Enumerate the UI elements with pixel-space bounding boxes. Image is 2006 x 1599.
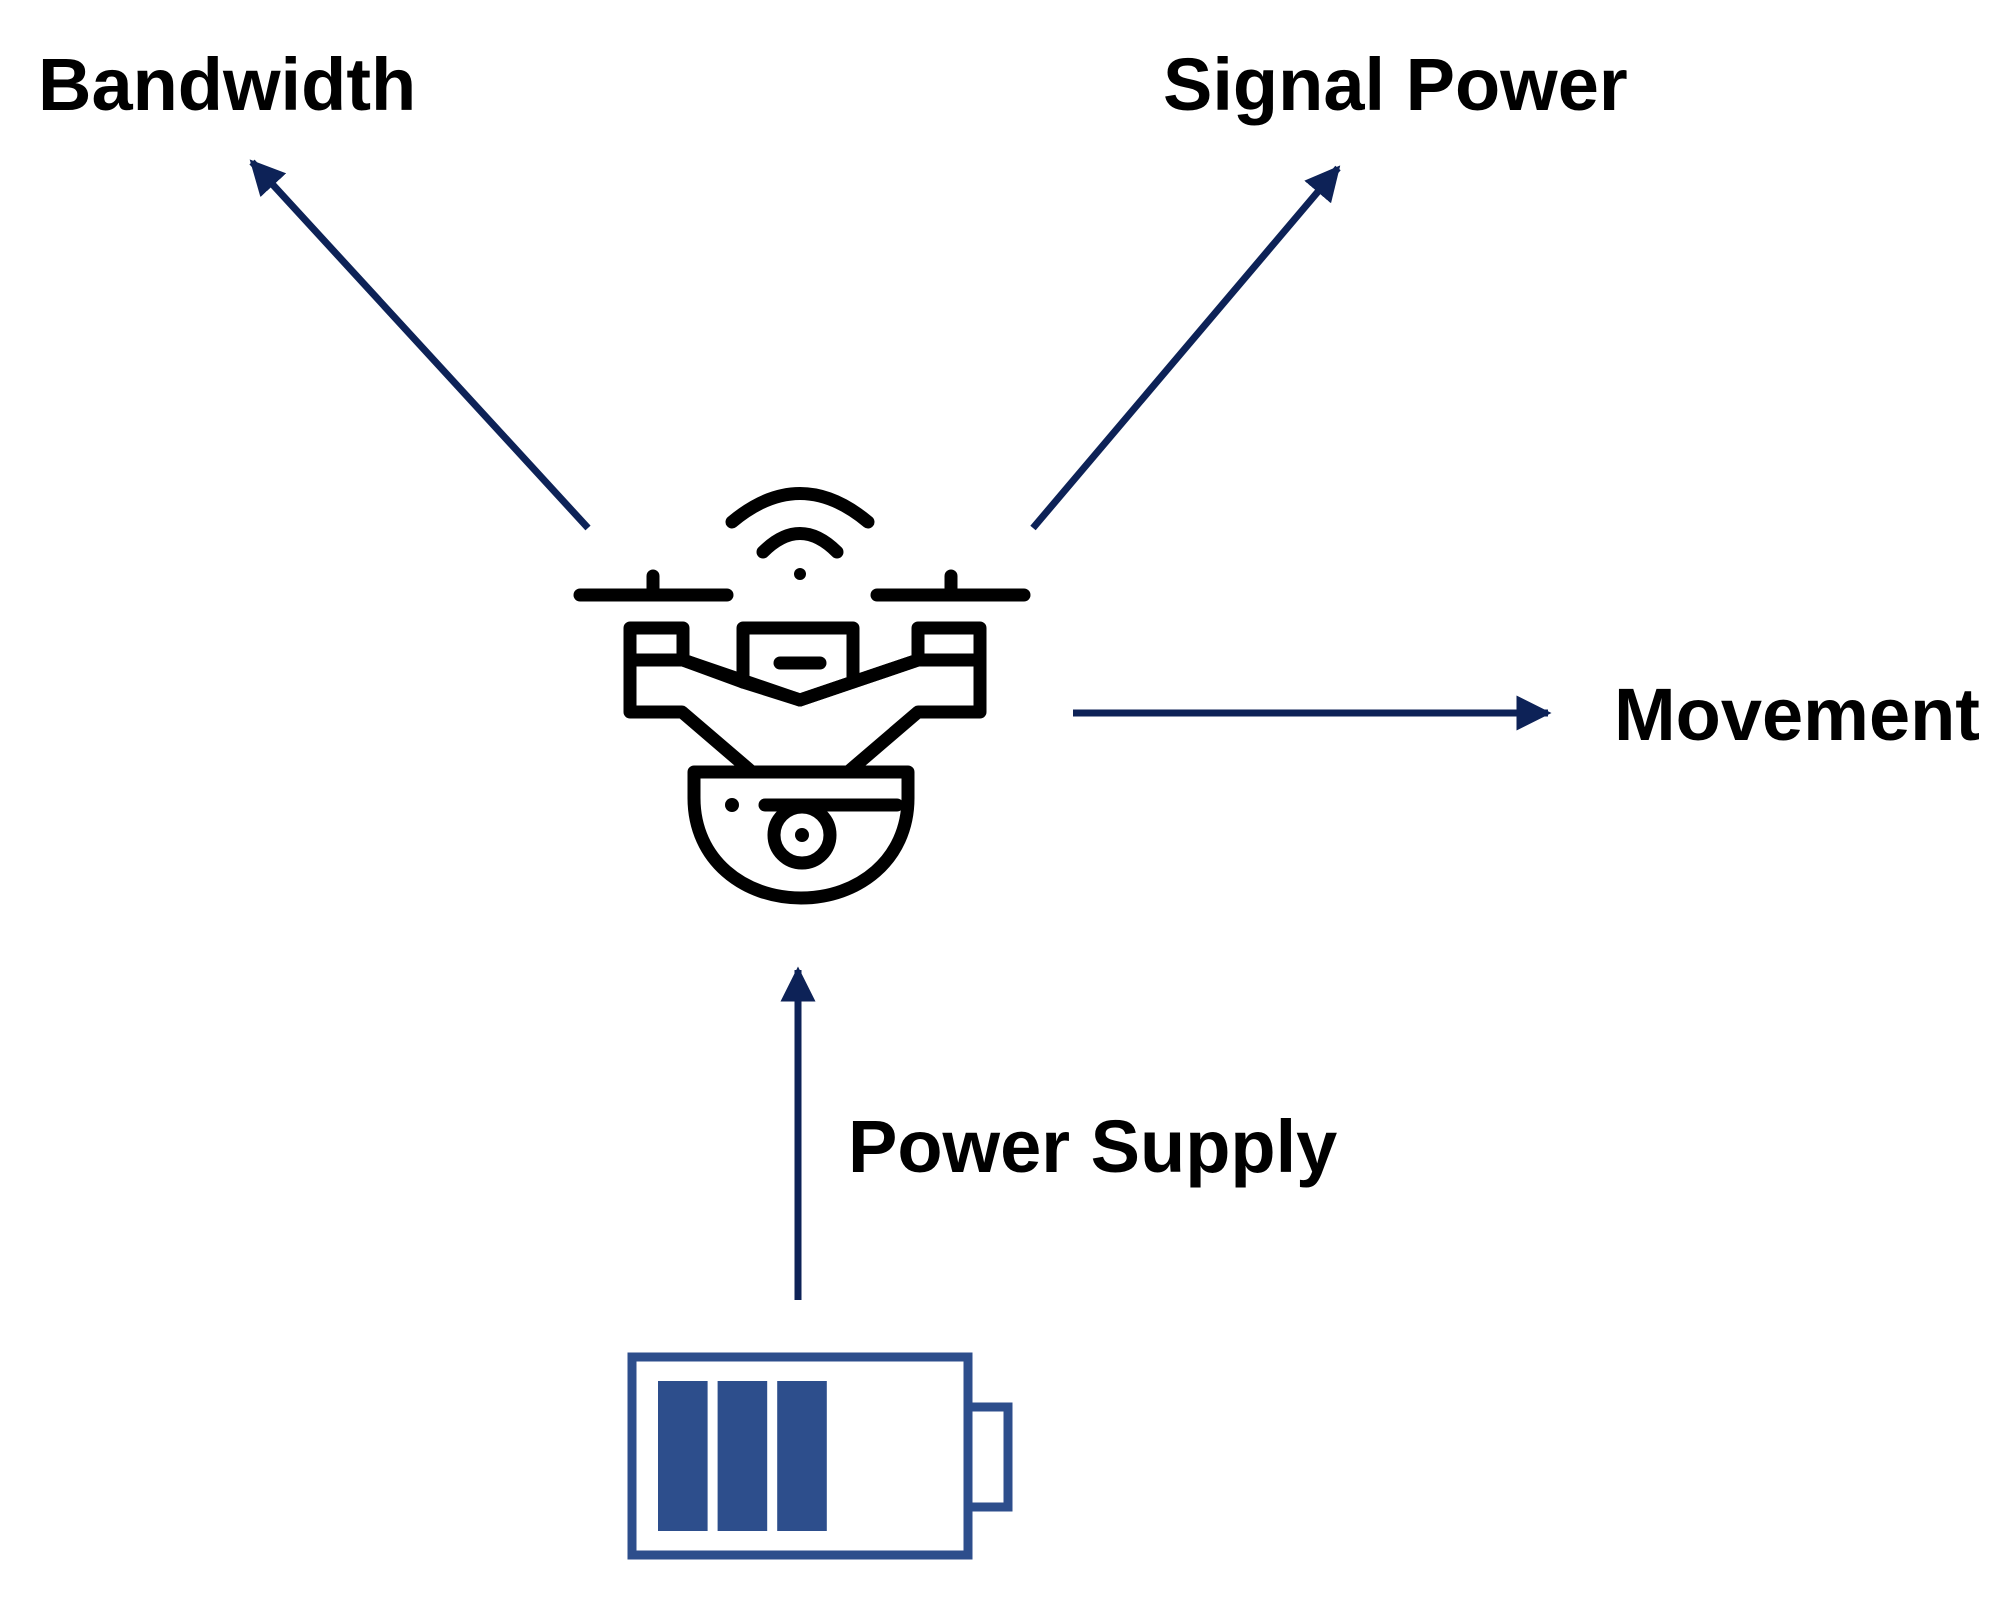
wifi-dot: [794, 568, 806, 580]
body-bottom-line: [736, 675, 807, 707]
arrow-bandwidth: [249, 159, 591, 531]
label-signal-power: Signal Power: [1163, 43, 1628, 126]
battery-bar: [658, 1381, 708, 1531]
label-bandwidth: Bandwidth: [38, 43, 416, 126]
arrow-signal-power: [1030, 165, 1341, 531]
battery-bar: [777, 1381, 827, 1531]
battery-bar: [717, 1381, 768, 1531]
label-power-supply: Power Supply: [848, 1105, 1337, 1188]
camera-lens-outer: [767, 800, 837, 870]
body-bottom-line-right: [793, 675, 860, 707]
battery-icon: [627, 1352, 1013, 1560]
battery-charge-bars: [658, 1381, 827, 1531]
wifi-inner-arc: [756, 527, 844, 559]
wifi-outer-arc: [725, 487, 875, 529]
camera-dome: [687, 765, 915, 905]
label-movement: Movement: [1614, 673, 1980, 756]
camera-indicator-dot: [725, 798, 739, 812]
drone-camera-icon: [573, 487, 1031, 905]
arrows: [249, 159, 1552, 1300]
battery-terminal: [963, 1402, 1013, 1512]
camera-lens-inner: [795, 828, 809, 842]
